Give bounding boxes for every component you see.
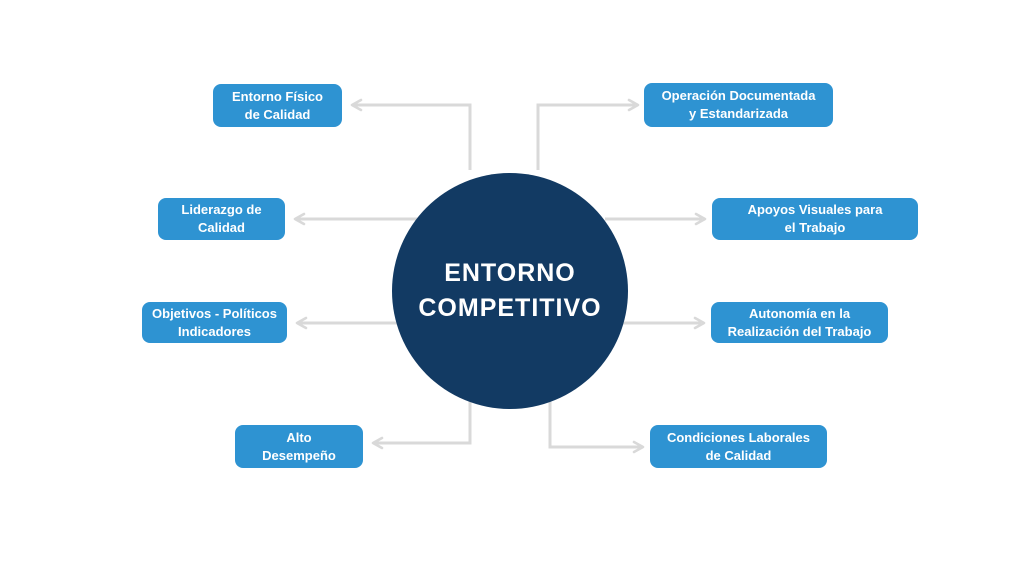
node-label: Condiciones Laborales de Calidad xyxy=(666,429,811,463)
node-objetivos-politicos-indicadores: Objetivos - Políticos Indicadores xyxy=(142,302,287,343)
node-autonomia-realizacion-trabajo: Autonomía en la Realización del Trabajo xyxy=(711,302,888,343)
node-label: Alto Desempeño xyxy=(262,429,336,463)
center-node-label: ENTORNO COMPETITIVO xyxy=(418,259,602,322)
node-operacion-documentada: Operación Documentada y Estandarizada xyxy=(644,83,833,127)
node-liderazgo-de-calidad: Liderazgo de Calidad xyxy=(158,198,285,240)
node-condiciones-laborales: Condiciones Laborales de Calidad xyxy=(650,425,827,468)
node-label: Operación Documentada y Estandarizada xyxy=(661,88,816,121)
connector-condiciones-laborales xyxy=(548,400,645,454)
connector-operacion-documentada xyxy=(536,98,640,170)
connector-alto-desempeno xyxy=(371,400,472,450)
node-apoyos-visuales: Apoyos Visuales para el Trabajo xyxy=(712,198,918,240)
connector-liderazgo xyxy=(293,212,420,226)
node-label: Liderazgo de Calidad xyxy=(181,202,262,235)
connector-entorno-fisico xyxy=(350,98,472,170)
connector-objetivos xyxy=(295,316,410,330)
connector-apoyos-visuales xyxy=(605,212,707,226)
connector-autonomia xyxy=(615,316,706,330)
node-entorno-fisico-de-calidad: Entorno Físico de Calidad xyxy=(213,84,342,127)
center-node-entorno-competitivo: ENTORNO COMPETITIVO xyxy=(392,173,628,409)
node-label: Entorno Físico de Calidad xyxy=(232,88,323,122)
node-label: Autonomía en la Realización del Trabajo xyxy=(727,305,872,339)
node-label: Objetivos - Políticos Indicadores xyxy=(152,305,277,339)
node-label: Apoyos Visuales para el Trabajo xyxy=(747,202,883,235)
node-alto-desempeno: Alto Desempeño xyxy=(235,425,363,468)
